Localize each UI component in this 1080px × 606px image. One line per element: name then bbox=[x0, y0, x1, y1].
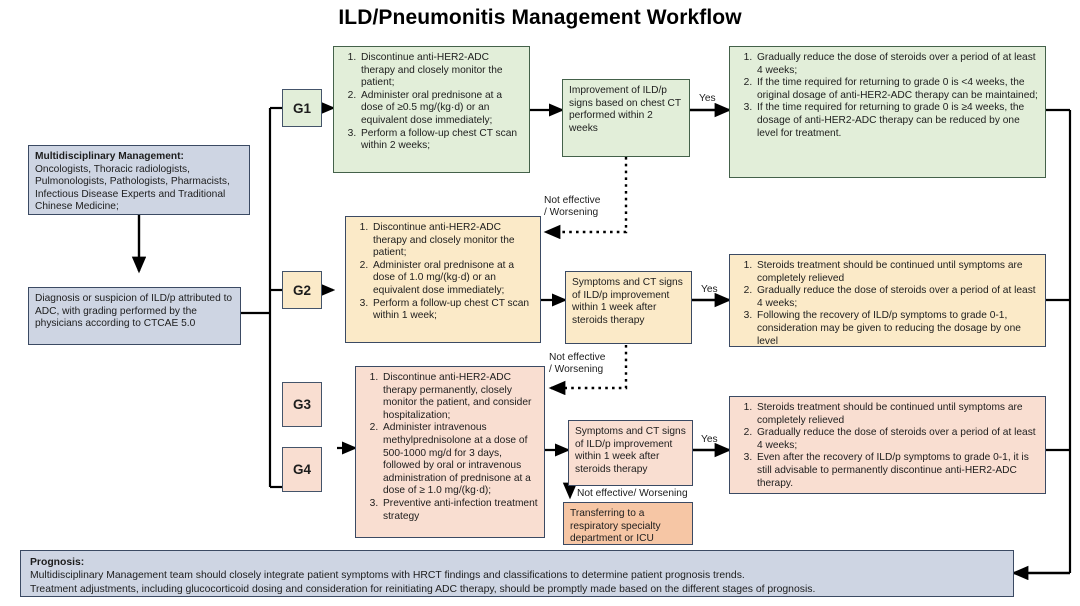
prognosis-line-2: Treatment adjustments, including glucoco… bbox=[30, 583, 816, 595]
g34-treatment-step: Preventive anti-infection treatment stra… bbox=[381, 498, 538, 523]
g34-decision-box: Symptoms and CT signs of ILD/p improveme… bbox=[568, 420, 693, 486]
escalation-box: Transferring to a respiratory specialty … bbox=[563, 502, 693, 545]
page-title: ILD/Pneumonitis Management Workflow bbox=[338, 6, 742, 29]
g2-outcome-list: Steroids treatment should be continued u… bbox=[736, 260, 1039, 348]
g2-fail-label: Not effective/ Worsening bbox=[549, 352, 606, 376]
g1-treatment-box: Discontinue anti-HER2-ADC therapy and cl… bbox=[333, 46, 530, 173]
g1-decision-text: Improvement of ILD/p signs based on ches… bbox=[569, 85, 681, 134]
g1-yes-label: Yes bbox=[699, 93, 716, 104]
multidisciplinary-management-box: Multidisciplinary Management: Oncologist… bbox=[28, 145, 250, 215]
g1-treatment-step: Discontinue anti-HER2-ADC therapy and cl… bbox=[359, 52, 523, 90]
g1-treatment-list: Discontinue anti-HER2-ADC therapy and cl… bbox=[340, 52, 523, 153]
g1-fail-label: Not effective/ Worsening bbox=[544, 195, 601, 219]
g34-outcome-step: Gradually reduce the dose of steroids ov… bbox=[755, 427, 1039, 452]
prognosis-line-1: Multidisciplinary Management team should… bbox=[30, 570, 745, 582]
prognosis-heading: Prognosis: bbox=[30, 557, 85, 568]
g2-treatment-step: Discontinue anti-HER2-ADC therapy and cl… bbox=[371, 222, 534, 260]
grade-label-g2: G2 bbox=[292, 282, 311, 298]
grade-label-g3: G3 bbox=[292, 397, 311, 412]
g1-treatment-step: Perform a follow-up chest CT scan within… bbox=[359, 128, 523, 153]
g34-fail-label: Not effective/ Worsening bbox=[577, 488, 688, 499]
diagnosis-body: Diagnosis or suspicion of ILD/p attribut… bbox=[35, 293, 233, 330]
grade-chip-g3[interactable]: G3 bbox=[282, 382, 322, 427]
grade-label-g4: G4 bbox=[292, 462, 311, 477]
diagnosis-box: Diagnosis or suspicion of ILD/p attribut… bbox=[28, 287, 241, 345]
g1-outcome-step: Gradually reduce the dose of steroids ov… bbox=[755, 52, 1039, 77]
g2-outcome-step: Following the recovery of ILD/p symptoms… bbox=[755, 310, 1039, 348]
g2-yes-label: Yes bbox=[701, 284, 718, 295]
grade-chip-g1[interactable]: G1 bbox=[282, 89, 322, 127]
g2-treatment-list: Discontinue anti-HER2-ADC therapy and cl… bbox=[352, 222, 534, 323]
grade-chip-g2[interactable]: G2 bbox=[282, 271, 322, 309]
g1-outcome-step: If the time required for returning to gr… bbox=[755, 102, 1039, 140]
grade-label-g1: G1 bbox=[292, 100, 311, 116]
g34-outcome-step: Steroids treatment should be continued u… bbox=[755, 402, 1039, 427]
g2-treatment-step: Administer oral prednisone at a dose of … bbox=[371, 260, 534, 298]
prognosis-box: Prognosis: Multidisciplinary Management … bbox=[20, 550, 1014, 597]
escalation-text: Transferring to a respiratory specialty … bbox=[570, 508, 661, 545]
g2-outcome-step: Steroids treatment should be continued u… bbox=[755, 260, 1039, 285]
g34-yes-label: Yes bbox=[701, 434, 718, 445]
g34-treatment-box: Discontinue anti-HER2-ADC therapy perman… bbox=[355, 366, 545, 538]
g2-treatment-step: Perform a follow-up chest CT scan within… bbox=[371, 298, 534, 323]
g34-outcome-step: Even after the recovery of ILD/p symptom… bbox=[755, 452, 1039, 490]
g2-decision-box: Symptoms and CT signs of ILD/p improveme… bbox=[565, 271, 692, 344]
mdt-heading: Multidisciplinary Management: bbox=[35, 151, 184, 162]
g34-outcome-list: Steroids treatment should be continued u… bbox=[736, 402, 1039, 490]
g34-decision-text: Symptoms and CT signs of ILD/p improveme… bbox=[575, 426, 686, 475]
g34-treatment-list: Discontinue anti-HER2-ADC therapy perman… bbox=[362, 372, 538, 523]
g1-decision-box: Improvement of ILD/p signs based on ches… bbox=[562, 79, 690, 157]
g2-decision-text: Symptoms and CT signs of ILD/p improveme… bbox=[572, 277, 683, 326]
g34-outcome-box: Steroids treatment should be continued u… bbox=[729, 396, 1046, 494]
g1-outcome-step: If the time required for returning to gr… bbox=[755, 77, 1039, 102]
mdt-body: Oncologists, Thoracic radiologists, Pulm… bbox=[35, 163, 230, 213]
grade-chip-g4[interactable]: G4 bbox=[282, 447, 322, 492]
g34-treatment-step: Discontinue anti-HER2-ADC therapy perman… bbox=[381, 372, 538, 422]
g2-treatment-box: Discontinue anti-HER2-ADC therapy and cl… bbox=[345, 216, 541, 343]
g2-outcome-step: Gradually reduce the dose of steroids ov… bbox=[755, 285, 1039, 310]
g34-treatment-step: Administer intravenous methylprednisolon… bbox=[381, 422, 538, 498]
g1-outcome-box: Gradually reduce the dose of steroids ov… bbox=[729, 46, 1046, 178]
g2-outcome-box: Steroids treatment should be continued u… bbox=[729, 254, 1046, 347]
g1-treatment-step: Administer oral prednisone at a dose of … bbox=[359, 90, 523, 128]
g1-outcome-list: Gradually reduce the dose of steroids ov… bbox=[736, 52, 1039, 140]
